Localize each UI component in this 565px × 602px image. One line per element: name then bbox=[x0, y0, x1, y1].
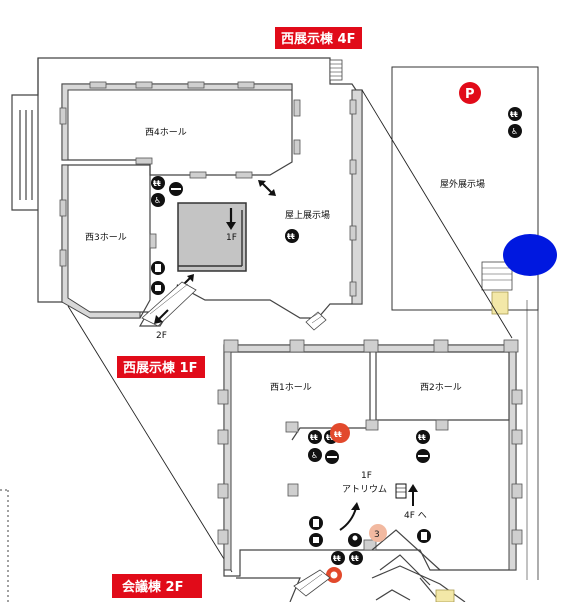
west-1f-label: 西展示棟 1F bbox=[117, 356, 205, 378]
restroom-icon: ŧŧ bbox=[508, 107, 522, 121]
atrium-label: アトリウム bbox=[342, 484, 387, 495]
elevator-icon bbox=[151, 261, 165, 275]
west-4f-building: 西4ホール 西3ホール 屋上展示場 1F 2F ŧŧ ♿ ŧŧ bbox=[11, 57, 363, 341]
elevator-icon bbox=[309, 516, 323, 530]
west4-hall-label: 西4ホール bbox=[145, 127, 187, 138]
svg-text:ŧŧ: ŧŧ bbox=[418, 433, 426, 442]
smoking-icon bbox=[169, 182, 183, 196]
svg-text:ŧŧ: ŧŧ bbox=[333, 554, 341, 563]
atrium-floor-label: 1F bbox=[361, 471, 372, 481]
svg-text:♿: ♿ bbox=[511, 127, 518, 136]
rooftop-label: 屋上展示場 bbox=[285, 209, 330, 221]
svg-text:ŧŧ: ŧŧ bbox=[351, 554, 359, 563]
escalator-icon bbox=[309, 533, 323, 547]
west2-hall-label: 西2ホール bbox=[420, 382, 462, 393]
svg-text:♿: ♿ bbox=[311, 451, 318, 460]
west1-hall-label: 西1ホール bbox=[270, 382, 312, 393]
svg-text:P: P bbox=[465, 87, 475, 102]
conference-2f-building bbox=[236, 565, 466, 602]
restroom-icon: ŧŧ bbox=[331, 551, 345, 565]
svg-text:会議棟 2F: 会議棟 2F bbox=[122, 579, 183, 595]
escalator-arrow-upper bbox=[258, 180, 276, 196]
svg-text:ŧŧ: ŧŧ bbox=[510, 110, 518, 119]
smoking-icon bbox=[416, 449, 430, 463]
location-marker bbox=[503, 234, 557, 276]
restroom-icon: ŧŧ bbox=[285, 229, 299, 243]
restroom-icon: ŧŧ bbox=[151, 176, 165, 190]
outdoor-area: P ŧŧ ♿ 屋外展示場 bbox=[391, 66, 557, 580]
svg-text:ŧŧ: ŧŧ bbox=[310, 433, 318, 442]
restroom-icon: ŧŧ bbox=[349, 551, 363, 565]
leader-line-left bbox=[67, 305, 233, 573]
smoking-icon bbox=[325, 450, 339, 464]
svg-text:西展示棟 4F: 西展示棟 4F bbox=[281, 31, 355, 47]
parking-icon bbox=[459, 82, 481, 104]
outdoor-label: 屋外展示場 bbox=[440, 178, 485, 190]
number-marker: 3 bbox=[369, 524, 387, 542]
svg-text:3: 3 bbox=[374, 530, 380, 540]
elevator-icon bbox=[417, 529, 431, 543]
restroom-icon: ŧŧ bbox=[416, 430, 430, 444]
escalator-icon bbox=[151, 281, 165, 295]
restroom-icon: ŧŧ bbox=[308, 430, 322, 444]
wheelchair-icon: ♿ bbox=[151, 193, 165, 207]
svg-text:ŧŧ: ŧŧ bbox=[153, 179, 161, 188]
svg-text:ŧŧ: ŧŧ bbox=[287, 232, 295, 241]
leader-line-right bbox=[361, 89, 513, 339]
svg-text:ŧŧ: ŧŧ bbox=[326, 433, 334, 442]
west-1f-building: 西1ホール 西2ホール 1F アトリウム 4F へ ŧŧ ŧŧ ŧŧ ♿ bbox=[217, 339, 523, 586]
info-icon bbox=[326, 567, 342, 583]
west3-hall-label: 西3ホール bbox=[85, 232, 127, 243]
stairs-top bbox=[329, 59, 343, 81]
baby-room-icon bbox=[348, 533, 362, 547]
wheelchair-icon: ♿ bbox=[308, 448, 322, 462]
void-floor-label: 1F bbox=[226, 233, 237, 243]
to-4f-label: 4F へ bbox=[404, 511, 427, 521]
svg-text:ŧŧ: ŧŧ bbox=[334, 430, 342, 439]
to-2f-label: 2F bbox=[156, 331, 167, 341]
info-icon: ŧŧ bbox=[330, 423, 350, 443]
west-4f-label: 西展示棟 4F bbox=[275, 27, 362, 49]
svg-text:♿: ♿ bbox=[154, 196, 161, 205]
wheelchair-icon: ♿ bbox=[508, 124, 522, 138]
conference-2f-label: 会議棟 2F bbox=[112, 574, 202, 598]
svg-text:西展示棟 1F: 西展示棟 1F bbox=[123, 360, 197, 376]
